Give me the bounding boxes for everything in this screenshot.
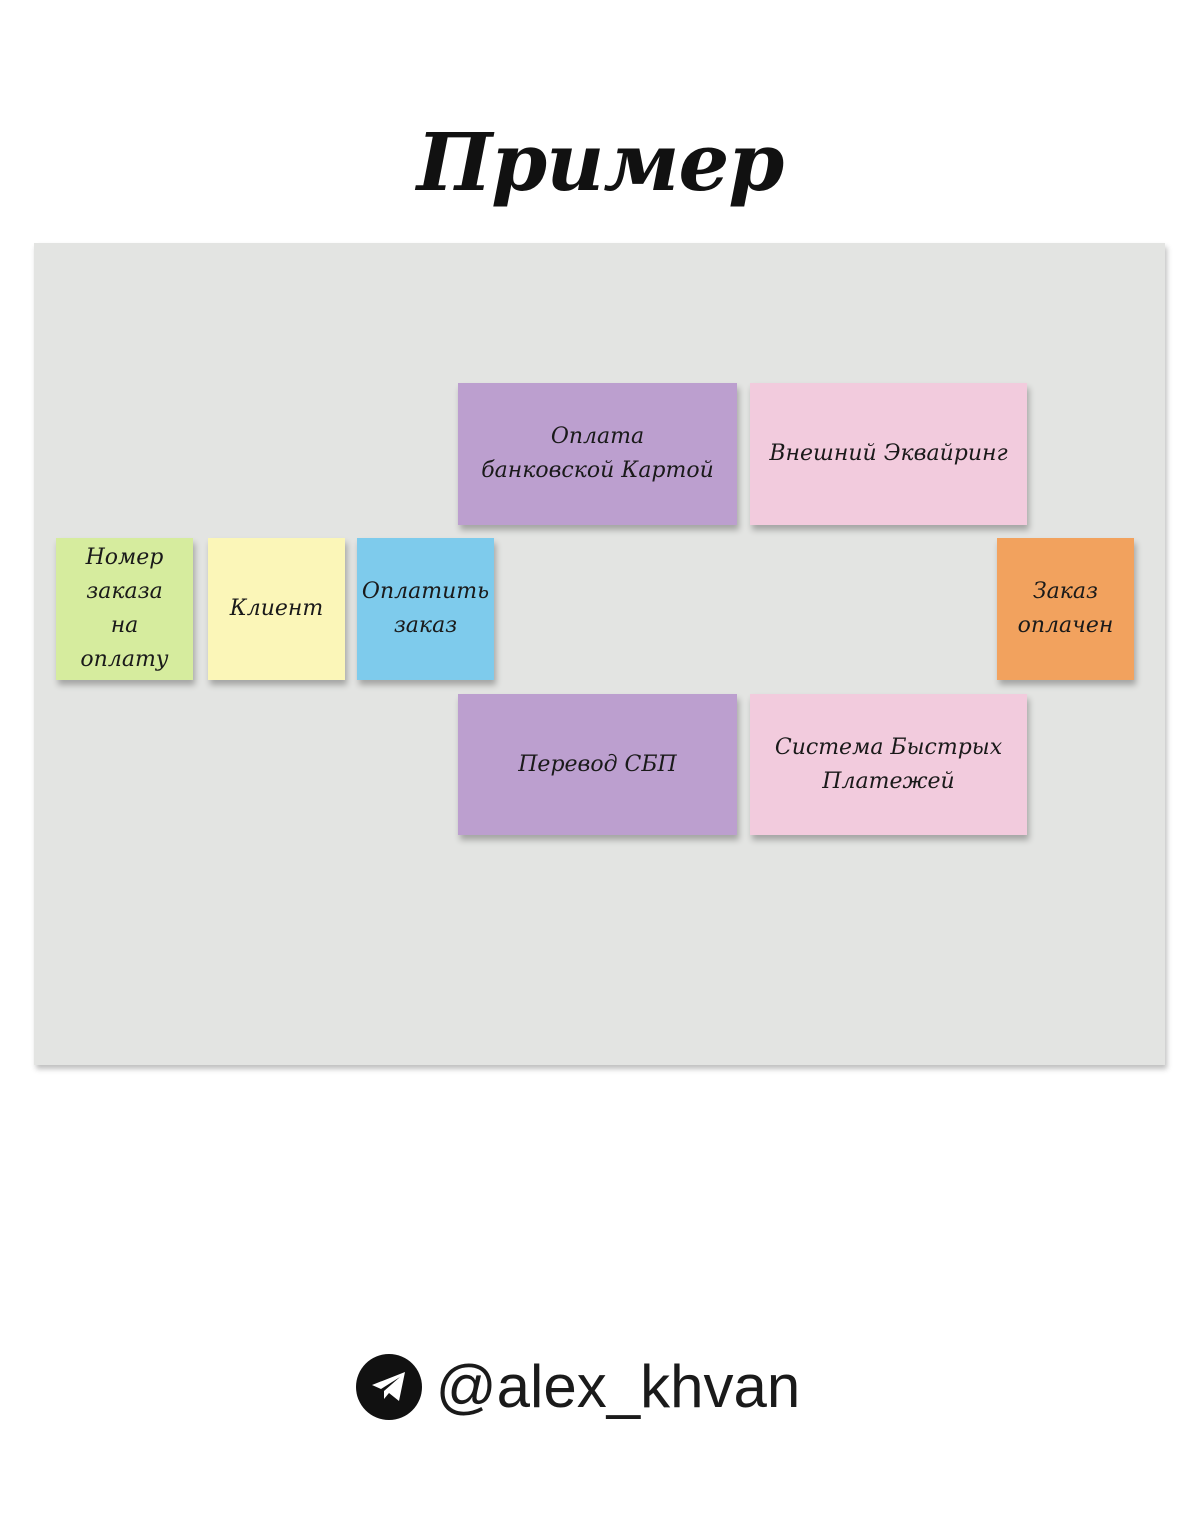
sticky-client: Клиент — [208, 538, 345, 680]
sticky-card-payment: Оплата банковской Картой — [458, 383, 737, 525]
board: Номер заказа на оплату Клиент Оплатить з… — [34, 243, 1165, 1065]
sticky-order-paid: Заказ оплачен — [997, 538, 1134, 680]
telegram-handle[interactable]: @alex_khvan — [435, 1353, 801, 1420]
sticky-order-number: Номер заказа на оплату — [56, 538, 193, 680]
sticky-external-acquiring: Внешний Эквайринг — [750, 383, 1027, 525]
telegram-icon[interactable] — [355, 1354, 422, 1420]
sticky-pay-order: Оплатить заказ — [357, 538, 494, 680]
sticky-fast-payments-system: Система Быстрых Платежей — [750, 694, 1027, 835]
footer: @alex_khvan — [0, 1352, 1200, 1422]
telegram-plane-glyph — [371, 1372, 405, 1401]
page-title: Пример — [416, 115, 785, 209]
sticky-sbp-transfer: Перевод СБП — [458, 694, 737, 835]
